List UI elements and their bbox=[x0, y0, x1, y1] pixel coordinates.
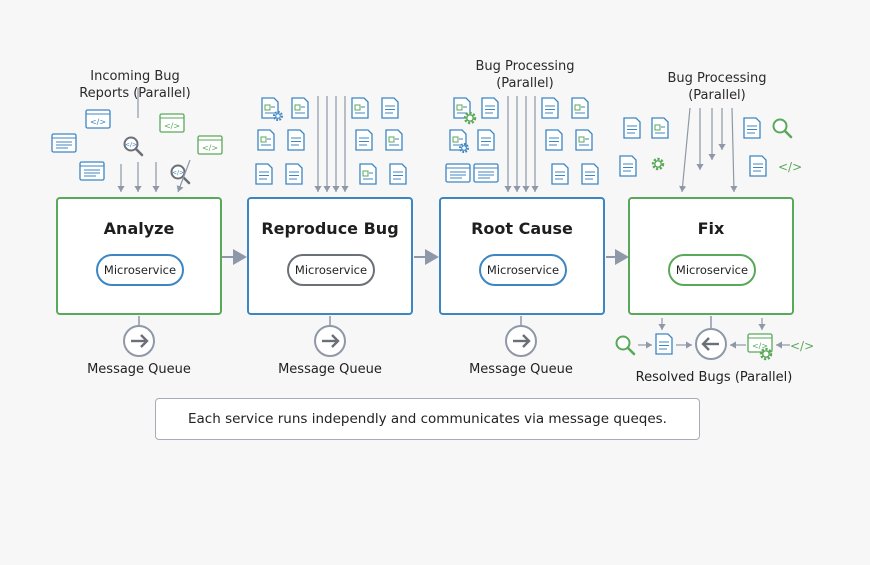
resolved-bugs-row: </> bbox=[615, 316, 814, 361]
processing-1-line-1: Bug Processing bbox=[475, 59, 575, 74]
document-icon bbox=[389, 163, 407, 185]
resolved-bugs-label: Resolved Bugs (Parallel) bbox=[635, 370, 793, 385]
root-cause-input-icons bbox=[445, 96, 599, 192]
stage-title: Analyze bbox=[103, 219, 175, 238]
arrow-right-circle-icon bbox=[123, 316, 155, 357]
document-icon bbox=[385, 129, 403, 151]
magnifier-icon bbox=[615, 335, 636, 356]
document-icon bbox=[541, 97, 559, 119]
document-icon bbox=[359, 163, 377, 185]
document-icon bbox=[351, 97, 369, 119]
microservice-pill: Microservice bbox=[96, 254, 184, 286]
reproduce-input-icons bbox=[255, 96, 407, 192]
code-window-icon bbox=[85, 109, 111, 129]
footnote-box: Each service runs independly and communi… bbox=[155, 398, 700, 440]
document-icon bbox=[571, 97, 589, 119]
stage-root-cause: Root Cause Microservice bbox=[439, 197, 605, 315]
document-icon bbox=[255, 163, 273, 185]
fix-input-icons: </> bbox=[619, 107, 802, 193]
list-window-icon bbox=[79, 161, 105, 181]
code-window-icon bbox=[747, 333, 773, 353]
microservice-pill: Microservice bbox=[287, 254, 375, 286]
document-icon bbox=[381, 97, 399, 119]
gear-icon bbox=[651, 157, 665, 171]
document-icon bbox=[481, 97, 499, 119]
microservice-pill: Microservice bbox=[479, 254, 567, 286]
document-icon bbox=[477, 129, 495, 151]
processing-1-line-2: (Parallel) bbox=[496, 76, 554, 91]
code-icon: </> bbox=[790, 339, 814, 353]
document-icon bbox=[287, 129, 305, 151]
code-window-icon bbox=[159, 113, 185, 133]
stage-analyze: Analyze Microservice bbox=[56, 197, 222, 315]
processing-2-line-1: Bug Processing bbox=[667, 71, 767, 86]
document-icon bbox=[285, 163, 303, 185]
document-icon bbox=[355, 129, 373, 151]
bug-processing-label-2: Bug Processing (Parallel) bbox=[647, 70, 787, 104]
document-icon bbox=[651, 117, 669, 139]
document-icon bbox=[619, 155, 637, 177]
stage-fix: Fix Microservice bbox=[628, 197, 794, 315]
arrow-right-circle-icon bbox=[505, 316, 537, 357]
document-icon bbox=[743, 117, 761, 139]
message-queue-label: Message Queue bbox=[87, 362, 191, 377]
list-window-icon bbox=[473, 163, 499, 183]
document-icon bbox=[623, 117, 641, 139]
document-icon bbox=[257, 129, 275, 151]
microservice-pill: Microservice bbox=[668, 254, 756, 286]
document-icon bbox=[575, 129, 593, 151]
stage-reproduce-bug: Reproduce Bug Microservice bbox=[247, 197, 413, 315]
code-window-icon bbox=[197, 135, 223, 155]
incoming-icons bbox=[51, 88, 223, 193]
document-icon bbox=[749, 155, 767, 177]
incoming-label-line-1: Incoming Bug bbox=[90, 69, 180, 84]
document-icon bbox=[291, 97, 309, 119]
document-icon bbox=[581, 163, 599, 185]
incoming-bug-reports-label: Incoming Bug Reports (Parallel) bbox=[70, 68, 200, 102]
gear-icon bbox=[759, 347, 773, 361]
magnifier-icon bbox=[772, 118, 793, 139]
message-queue-label: Message Queue bbox=[278, 362, 382, 377]
stage-title: Reproduce Bug bbox=[261, 219, 399, 238]
code-icon: </> bbox=[778, 160, 802, 174]
document-icon bbox=[545, 129, 563, 151]
list-window-icon bbox=[51, 133, 77, 153]
gear-icon bbox=[463, 111, 477, 125]
list-window-icon bbox=[445, 163, 471, 183]
arrow-right-circle-icon bbox=[314, 316, 346, 357]
stage-title: Fix bbox=[697, 219, 725, 238]
document-icon bbox=[551, 163, 569, 185]
processing-2-line-2: (Parallel) bbox=[688, 88, 746, 103]
incoming-label-line-2: Reports (Parallel) bbox=[79, 86, 191, 101]
bug-processing-label-1: Bug Processing (Parallel) bbox=[455, 58, 595, 92]
stage-title: Root Cause bbox=[471, 219, 573, 238]
magnifier-icon bbox=[123, 136, 144, 157]
document-icon bbox=[655, 333, 673, 355]
message-queue-label: Message Queue bbox=[469, 362, 573, 377]
